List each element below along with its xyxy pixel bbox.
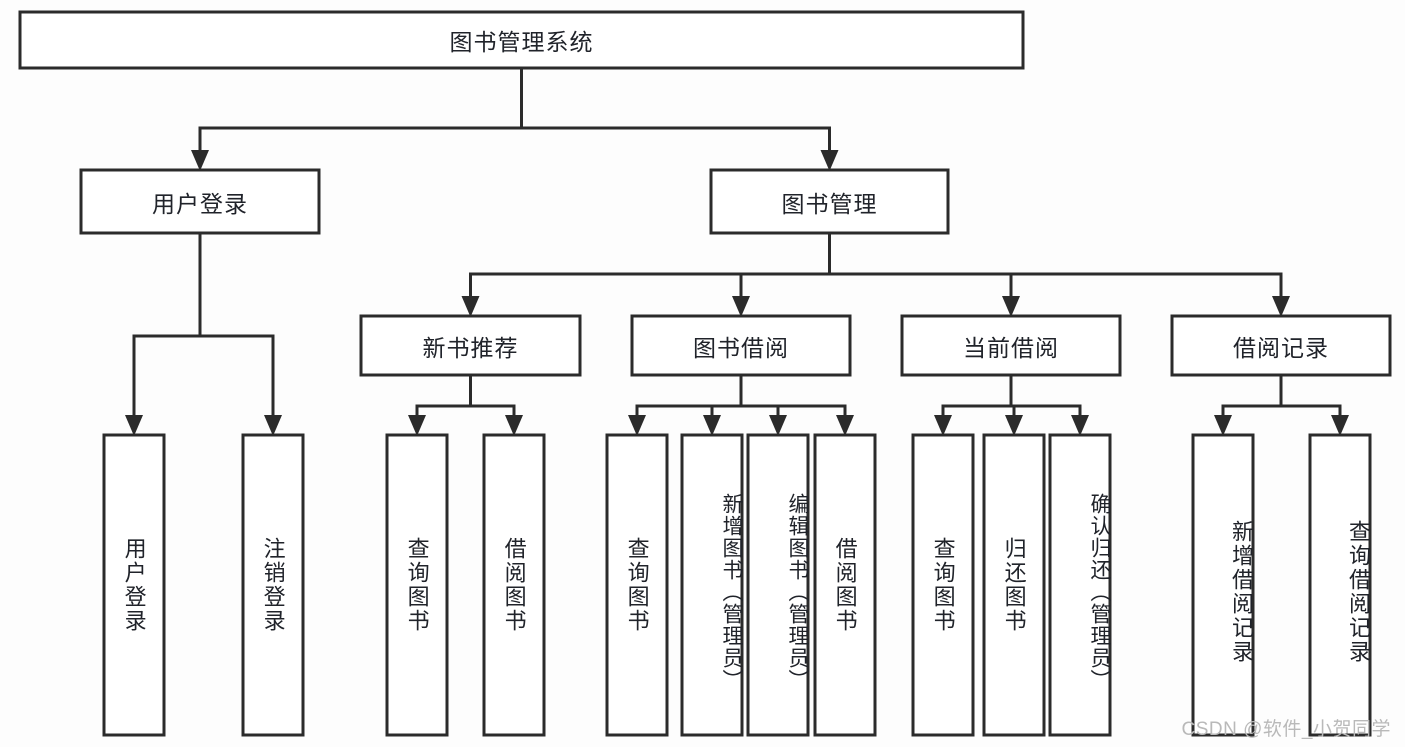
node-box-l3a bbox=[359, 314, 582, 377]
node-box-leaf04 bbox=[482, 433, 546, 737]
node-box-l2a bbox=[79, 168, 321, 235]
node-box-leaf08 bbox=[813, 433, 877, 737]
node-box-leaf05 bbox=[605, 433, 669, 737]
arrow-head-icon bbox=[934, 415, 952, 436]
arrow-head-icon bbox=[264, 415, 282, 436]
arrow-head-icon bbox=[769, 415, 787, 436]
arrow-head-icon bbox=[461, 296, 480, 317]
arrow-head-icon bbox=[820, 150, 839, 171]
node-box-leaf12 bbox=[1191, 433, 1255, 737]
node-box-layer bbox=[18, 10, 1392, 737]
node-box-root bbox=[18, 10, 1025, 70]
arrow-head-icon bbox=[1005, 415, 1023, 436]
node-box-leaf07 bbox=[746, 433, 810, 737]
node-box-leaf03 bbox=[385, 433, 449, 737]
arrow-head-icon bbox=[1071, 415, 1089, 436]
arrow-head-icon bbox=[628, 415, 646, 436]
node-box-leaf11 bbox=[1048, 433, 1112, 737]
arrow-head-icon bbox=[505, 415, 523, 436]
arrow-head-icon bbox=[1331, 415, 1349, 436]
connector-layer bbox=[125, 66, 1349, 436]
watermark-text: CSDN @软件_小贺同学 bbox=[1181, 719, 1391, 740]
node-box-leaf09 bbox=[911, 433, 975, 737]
arrow-head-icon bbox=[703, 415, 721, 436]
arrow-head-icon bbox=[125, 415, 143, 436]
node-box-leaf13 bbox=[1308, 433, 1372, 737]
arrow-head-icon bbox=[408, 415, 426, 436]
node-box-leaf01 bbox=[102, 433, 166, 737]
node-box-leaf10 bbox=[982, 433, 1046, 737]
arrow-head-icon bbox=[1214, 415, 1232, 436]
node-box-leaf06 bbox=[680, 433, 744, 737]
arrow-head-icon bbox=[836, 415, 854, 436]
node-box-l3d bbox=[1170, 314, 1392, 377]
node-box-l3c bbox=[900, 314, 1122, 377]
arrow-head-icon bbox=[732, 296, 750, 317]
arrow-head-icon bbox=[191, 150, 209, 171]
node-box-leaf02 bbox=[241, 433, 305, 737]
node-box-l3b bbox=[630, 314, 852, 377]
node-box-l2b bbox=[709, 168, 950, 235]
arrow-head-icon bbox=[1272, 296, 1290, 317]
arrow-head-icon bbox=[1002, 296, 1020, 317]
